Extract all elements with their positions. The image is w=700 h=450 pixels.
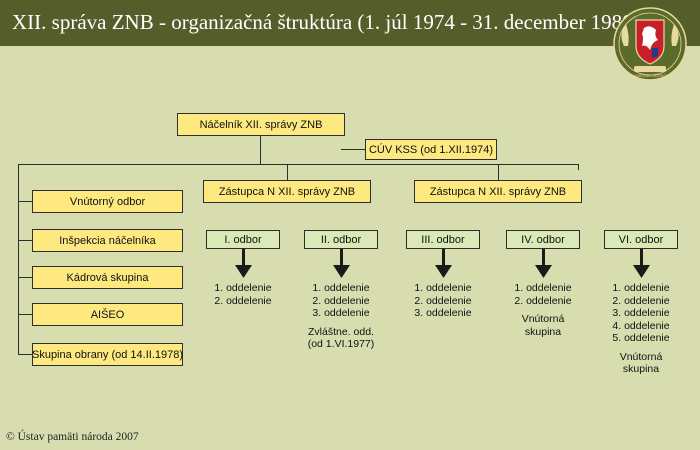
down-arrow-icon bbox=[333, 249, 350, 278]
department-box: IV. odbor bbox=[506, 230, 580, 249]
connector bbox=[18, 354, 32, 355]
connector bbox=[18, 314, 32, 315]
emblem-motto: ZBOR NÁRODNEJ BEZPEČNOSTI bbox=[625, 73, 676, 78]
sub-item: 5. oddelenie bbox=[612, 332, 670, 344]
connector bbox=[498, 164, 499, 180]
sub-item: 1. oddelenie bbox=[612, 282, 670, 294]
sub-item: skupina bbox=[622, 363, 660, 375]
connector bbox=[18, 240, 32, 241]
connector bbox=[578, 164, 579, 170]
sub-list: 1. oddelenie 2. oddelenie 3. oddelenie Z… bbox=[293, 282, 389, 351]
department-box: VI. odbor bbox=[604, 230, 678, 249]
deputy-label: Zástupca N XII. správy ZNB bbox=[429, 185, 567, 198]
down-arrow-icon bbox=[435, 249, 452, 278]
sub-item: Zvláštne. odd. bbox=[308, 325, 374, 338]
down-arrow-icon bbox=[235, 249, 252, 278]
left-unit-box: Kádrová skupina bbox=[32, 266, 183, 289]
sub-item: 1. oddelenie bbox=[514, 282, 572, 294]
left-unit-label: Inšpekcia náčelníka bbox=[59, 234, 156, 247]
deputy-box-1: Zástupca N XII. správy ZNB bbox=[203, 180, 371, 203]
sub-item: 3. oddelenie bbox=[312, 307, 370, 319]
deputy-label: Zástupca N XII. správy ZNB bbox=[218, 185, 356, 198]
department-label: VI. odbor bbox=[618, 233, 664, 246]
sub-list: 1. oddelenie 2. oddelenie 3. oddelenie 4… bbox=[593, 282, 689, 376]
sub-item: 2. oddelenie bbox=[514, 294, 572, 307]
department-label: III. odbor bbox=[421, 233, 465, 246]
copyright-footer: © Ústav pamäti národa 2007 bbox=[6, 431, 139, 443]
sub-item: 2. oddelenie bbox=[612, 294, 670, 307]
department-label: I. odbor bbox=[224, 233, 262, 246]
chief-label: Náčelník XII. správy ZNB bbox=[199, 118, 323, 131]
connector bbox=[287, 164, 288, 180]
department-label: II. odbor bbox=[320, 233, 362, 246]
left-unit-label: Kádrová skupina bbox=[66, 271, 149, 284]
sub-list: 1. oddelenie 2. oddelenie bbox=[195, 282, 291, 307]
page-title: XII. správa ZNB - organizačná štruktúra … bbox=[12, 10, 640, 34]
sub-item: Vnútorná bbox=[619, 350, 663, 363]
sub-item: (od 1.VI.1977) bbox=[307, 338, 375, 350]
coat-of-arms-icon: ZBOR NÁRODNEJ BEZPEČNOSTI bbox=[613, 7, 687, 81]
department-box: I. odbor bbox=[206, 230, 280, 249]
department-label: IV. odbor bbox=[521, 233, 565, 246]
sub-list: 1. oddelenie 2. oddelenie 3. oddelenie bbox=[395, 282, 491, 320]
connector bbox=[260, 135, 261, 165]
sub-item: 1. oddelenie bbox=[414, 282, 472, 294]
left-unit-box: Vnútorný odbor bbox=[32, 190, 183, 213]
cuv-kss-box: CÚV KSS (od 1.XII.1974) bbox=[365, 139, 497, 160]
connector bbox=[18, 277, 32, 278]
sub-item: 4. oddelenie bbox=[612, 319, 670, 332]
department-box: II. odbor bbox=[304, 230, 378, 249]
cuv-kss-label: CÚV KSS (od 1.XII.1974) bbox=[368, 143, 494, 156]
left-unit-label: AIŠEO bbox=[90, 308, 125, 321]
connector bbox=[18, 201, 32, 202]
department-box: III. odbor bbox=[406, 230, 480, 249]
connector bbox=[341, 149, 365, 150]
sub-item: 2. oddelenie bbox=[214, 294, 272, 307]
sub-item: 3. oddelenie bbox=[414, 307, 472, 319]
down-arrow-icon bbox=[535, 249, 552, 278]
sub-item: 2. oddelenie bbox=[312, 294, 370, 307]
left-unit-box: Inšpekcia náčelníka bbox=[32, 229, 183, 252]
sub-item: 1. oddelenie bbox=[214, 282, 272, 294]
connector bbox=[18, 164, 19, 354]
header-bar: XII. správa ZNB - organizačná štruktúra … bbox=[0, 0, 700, 46]
sub-item: 1. oddelenie bbox=[312, 282, 370, 294]
sub-list: 1. oddelenie 2. oddelenie Vnútorná skupi… bbox=[495, 282, 591, 338]
left-unit-label: Vnútorný odbor bbox=[69, 195, 146, 208]
sub-item: 3. oddelenie bbox=[612, 307, 670, 319]
deputy-box-2: Zástupca N XII. správy ZNB bbox=[414, 180, 582, 203]
sub-item: 2. oddelenie bbox=[414, 294, 472, 307]
sub-item: skupina bbox=[524, 325, 562, 338]
left-unit-label: Skupina obrany (od 14.II.1978) bbox=[31, 348, 184, 361]
left-unit-box: Skupina obrany (od 14.II.1978) bbox=[32, 343, 183, 366]
sub-item: Vnútorná bbox=[521, 313, 565, 325]
chief-box: Náčelník XII. správy ZNB bbox=[177, 113, 345, 136]
left-unit-box: AIŠEO bbox=[32, 303, 183, 326]
connector bbox=[18, 164, 579, 165]
down-arrow-icon bbox=[633, 249, 650, 278]
